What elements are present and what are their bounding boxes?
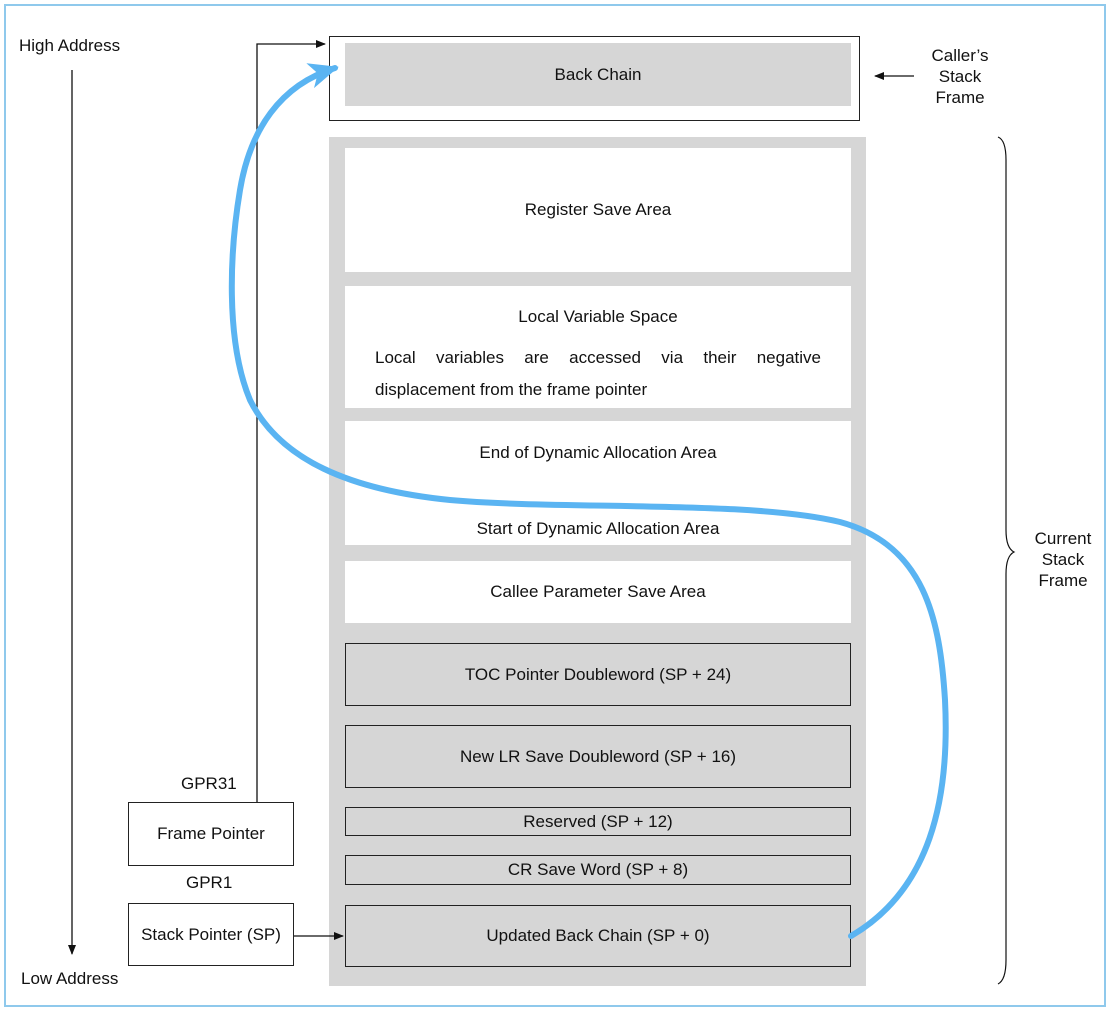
local-variable-space	[345, 286, 851, 408]
low-address-label: Low Address	[21, 969, 119, 988]
register-save-area: Register Save Area	[345, 148, 851, 272]
gpr1-label: GPR1	[186, 873, 233, 892]
dynamic-allocation-area	[345, 421, 851, 545]
updated-back-chain-cell: Updated Back Chain (SP + 0)	[345, 905, 851, 967]
current-frame-brace	[997, 136, 1016, 985]
reserved-cell: Reserved (SP + 12)	[345, 807, 851, 836]
high-address-label: High Address	[19, 36, 121, 55]
stack-pointer-box: Stack Pointer (SP)	[128, 903, 294, 966]
new-lr-save-cell: New LR Save Doubleword (SP + 16)	[345, 725, 851, 788]
diagram-border	[4, 4, 1106, 1007]
gpr31-label: GPR31	[181, 774, 237, 793]
start-dynamic-allocation-label: Start of Dynamic Allocation Area	[476, 519, 720, 538]
toc-pointer-cell: TOC Pointer Doubleword (SP + 24)	[345, 643, 851, 706]
cr-save-cell: CR Save Word (SP + 8)	[345, 855, 851, 885]
frame-pointer-box: Frame Pointer	[128, 802, 294, 866]
current-stack-frame-label: Current Stack Frame	[1034, 529, 1092, 590]
local-variable-title: Local Variable Space	[518, 307, 678, 326]
local-variable-note: Local variables are accessed via their n…	[375, 348, 821, 399]
back-chain-cell: Back Chain	[345, 43, 851, 106]
callee-parameter-save-area: Callee Parameter Save Area	[345, 561, 851, 623]
back-chain-link-curve	[228, 63, 949, 939]
frame-pointer-arrow	[256, 40, 326, 802]
caller-stack-frame-label: Caller’s Stack Frame	[931, 46, 989, 107]
end-dynamic-allocation-label: End of Dynamic Allocation Area	[479, 443, 717, 462]
